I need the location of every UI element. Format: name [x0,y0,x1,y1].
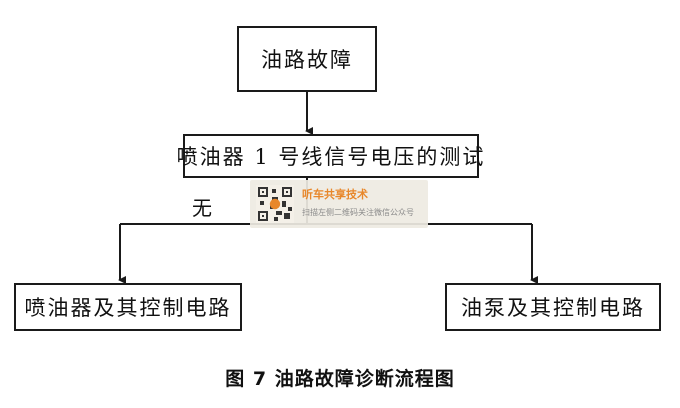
node-label: 喷油器及其控制电路 [24,296,232,320]
node-oil-circuit-fault: 油路故障 [237,26,377,92]
figure-caption: 图 7 油路故障诊断流程图 [225,368,455,390]
watermark-subtitle: 扫描左侧二维码关注微信公众号 [302,208,414,217]
watermark-overlay: 听车共享技术 扫描左侧二维码关注微信公众号 [250,180,428,228]
watermark-title: 听车共享技术 [302,188,368,201]
node-label: 油泵及其控制电路 [461,296,645,320]
edge-label-none: 无 [192,196,212,220]
node-label: 喷油器 1 号线信号电压的测试 [176,145,486,169]
node-label: 油路故障 [261,48,353,72]
node-injector-control-circuit: 喷油器及其控制电路 [14,283,242,331]
node-injector-signal-test: 喷油器 1 号线信号电压的测试 [177,134,483,178]
node-pump-control-circuit: 油泵及其控制电路 [445,283,661,331]
qr-code-icon [256,185,294,223]
